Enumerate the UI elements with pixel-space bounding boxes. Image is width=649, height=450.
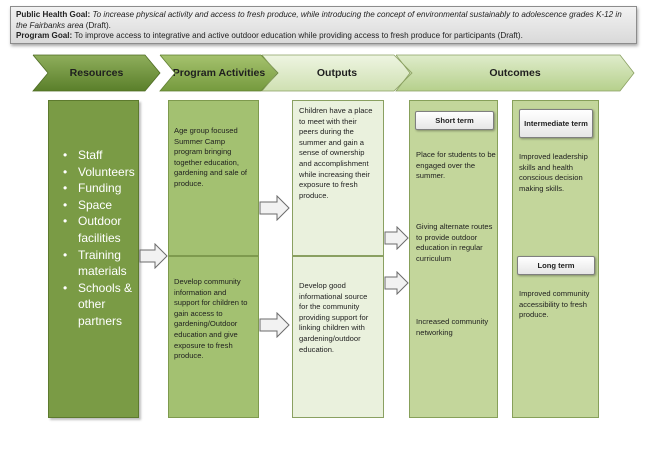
program-activity-text: Age group focused Summer Camp program br… <box>174 126 248 188</box>
arrow-right-icon <box>139 243 168 269</box>
header-resources: Resources <box>33 55 160 91</box>
header-program-activities: Program Activities <box>160 55 278 91</box>
arrow-right-icon <box>384 226 409 250</box>
resources-list: Staff Volunteers Funding Space Outdoor f… <box>49 147 138 330</box>
public-health-goal-label: Public Health Goal: <box>16 10 91 19</box>
program-activity-box: Age group focused Summer Camp program br… <box>168 100 259 256</box>
header-outputs-label: Outputs <box>316 67 358 79</box>
arrow-right-icon <box>384 271 409 295</box>
short-term-outcomes-box: Short term Place for students to be enga… <box>409 100 498 418</box>
header-outcomes-label: Outcomes <box>489 67 541 79</box>
program-goal-label: Program Goal: <box>16 31 73 40</box>
program-activity-box: Develop community information and suppor… <box>168 256 259 418</box>
long-term-text: Improved community accessibility to fres… <box>519 289 590 320</box>
resource-item: Training materials <box>63 247 138 280</box>
short-term-item: Giving alternate routes to provide outdo… <box>416 222 493 263</box>
resource-item: Schools & other partners <box>63 280 138 330</box>
goals-banner: Public Health Goal: To increase physical… <box>10 6 637 44</box>
header-outcomes: Outcomes <box>396 55 634 91</box>
short-term-label: Short term <box>415 111 494 130</box>
intermediate-term-text: Improved leadership skills and health co… <box>519 152 588 193</box>
program-goal-text: To improve access to integrative and act… <box>72 31 523 40</box>
output-box: Develop good informational source for th… <box>292 256 384 418</box>
arrow-right-icon <box>259 312 290 338</box>
intermediate-long-term-outcomes-box: Intermediate term Improved leadership sk… <box>512 100 599 418</box>
intermediate-term-label: Intermediate term <box>519 109 593 138</box>
public-health-goal-text: To increase physical activity and access… <box>16 10 622 30</box>
header-program-activities-label: Program Activities <box>172 67 266 79</box>
long-term-label: Long term <box>517 256 595 275</box>
arrow-right-icon <box>259 195 290 221</box>
header-outputs: Outputs <box>262 55 412 91</box>
resource-item: Space <box>63 197 138 214</box>
program-activity-text: Develop community information and suppor… <box>174 277 248 361</box>
output-box: Children have a place to meet with their… <box>292 100 384 256</box>
public-health-goal-suffix: (Draft). <box>83 20 111 30</box>
output-text: Develop good informational source for th… <box>299 281 369 354</box>
output-text: Children have a place to meet with their… <box>299 106 373 200</box>
resource-item: Funding <box>63 180 138 197</box>
resource-item: Outdoor facilities <box>63 213 138 246</box>
header-resources-label: Resources <box>69 67 124 79</box>
short-term-item: Increased community networking <box>416 317 489 337</box>
short-term-item: Place for students to be engaged over th… <box>416 150 496 181</box>
resource-item: Volunteers <box>63 164 138 181</box>
resource-item: Staff <box>63 147 138 164</box>
chevron-outlines <box>32 54 635 92</box>
resources-box: Staff Volunteers Funding Space Outdoor f… <box>48 100 139 418</box>
